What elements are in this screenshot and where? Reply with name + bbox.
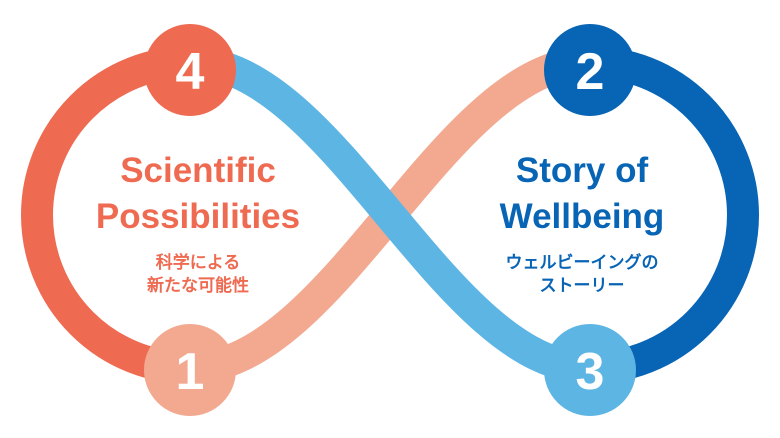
step-2-badge: 2 bbox=[544, 24, 636, 116]
left-label: Scientific Possibilities 科学による 新たな可能性 bbox=[96, 151, 300, 296]
step-1-number: 1 bbox=[176, 343, 205, 401]
right-loop-arc bbox=[589, 46, 759, 384]
left-title-line2: Possibilities bbox=[96, 197, 300, 236]
right-title-line2: Wellbeing bbox=[500, 197, 665, 236]
left-loop-arc bbox=[21, 46, 191, 384]
step-3-badge: 3 bbox=[544, 324, 636, 416]
right-subtitle-line2: ストーリー bbox=[540, 276, 625, 296]
step-1-badge: 1 bbox=[144, 324, 236, 416]
step-2-number: 2 bbox=[576, 43, 605, 101]
step-3-number: 3 bbox=[576, 343, 605, 401]
left-title-line1: Scientific bbox=[120, 151, 276, 190]
blue-crossing-band bbox=[189, 46, 591, 384]
left-subtitle-line2: 新たな可能性 bbox=[147, 275, 249, 296]
step-4-number: 4 bbox=[176, 43, 205, 101]
right-title-line1: Story of bbox=[516, 151, 649, 190]
step-4-badge: 4 bbox=[144, 24, 236, 116]
right-label: Story of Wellbeing ウェルビーイングの ストーリー bbox=[500, 151, 665, 296]
left-subtitle-line1: 科学による bbox=[156, 252, 241, 273]
right-subtitle-line1: ウェルビーイングの bbox=[506, 252, 659, 273]
